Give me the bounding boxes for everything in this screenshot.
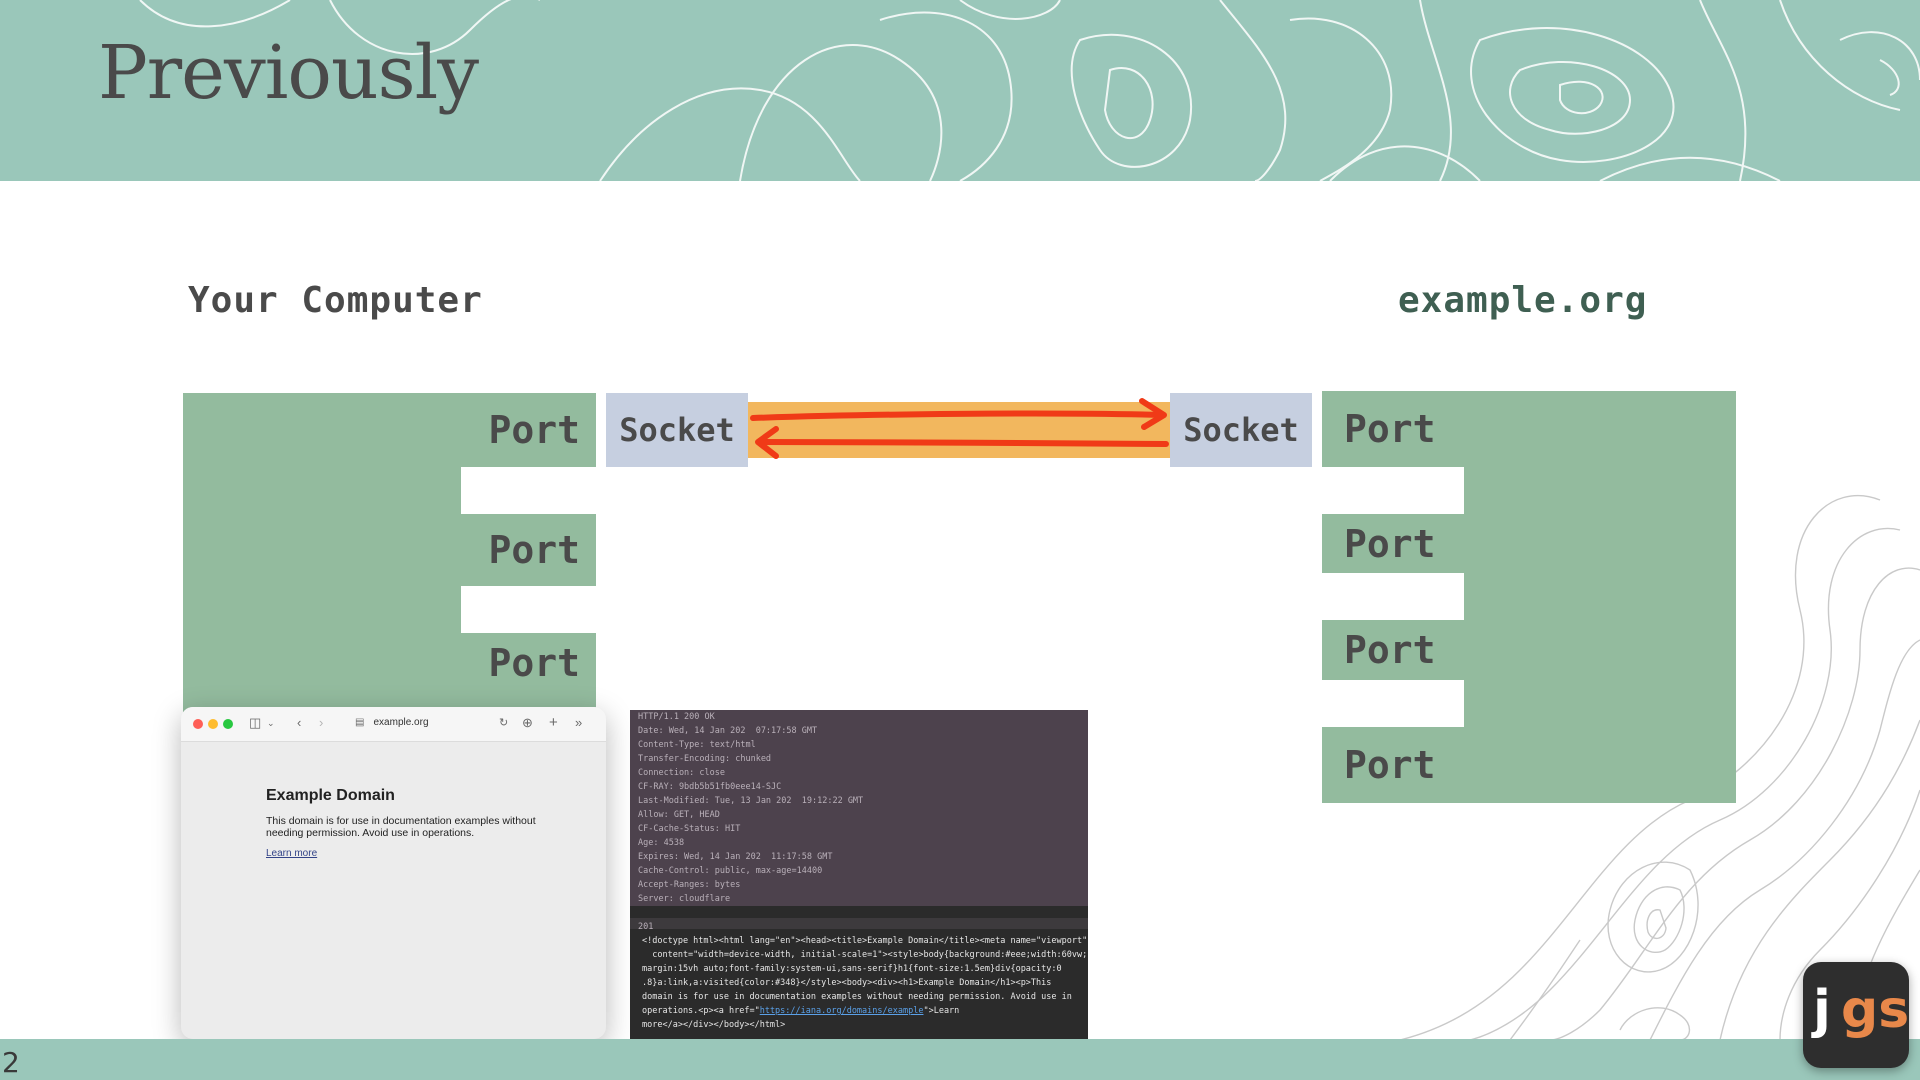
chevron-down-icon[interactable]: ⌄ [267,718,275,728]
body-line: .8}a:link,a:visited{color:#348}</style><… [642,978,1052,988]
body-line: content="width=device-width, initial-sca… [642,950,1088,960]
your-computer-block [183,393,461,713]
header-line: HTTP/1.1 200 OK [638,712,715,722]
learn-more-link[interactable]: Learn more [266,848,318,859]
footer-band [0,1039,1920,1080]
jgs-logo: j gs [1803,962,1909,1068]
minimize-button[interactable] [208,719,218,729]
header-line: Date: Wed, 14 Jan 202 07:17:58 GMT [638,726,818,736]
header-line: CF-RAY: 9bdb5b51fb0eee14-SJC [638,782,782,792]
header-line: Cache-Control: public, max-age=14400 [638,866,823,876]
header-line: Accept-Ranges: bytes [638,880,741,890]
slide-title: Previously [98,30,479,116]
socket-left: Socket [606,393,748,467]
new-tab-icon[interactable]: + [549,714,558,731]
header-line: Content-Type: text/html [638,740,756,750]
header-line: CF-Cache-Status: HIT [638,824,741,834]
port-label: Port [1344,407,1436,451]
iana-link[interactable]: https://iana.org/domains/example [759,1006,924,1016]
body-line: domain is for use in documentation examp… [642,992,1072,1002]
overflow-icon[interactable]: » [575,715,583,730]
zoom-button[interactable] [223,719,233,729]
socket-right: Socket [1170,393,1312,467]
bidirectional-arrows [750,398,1169,459]
body-line: margin:15vh auto;font-family:system-ui,s… [642,964,1062,974]
example-org-block [1464,391,1736,803]
browser-toolbar: ◫ ⌄ ‹ › ▤ example.org ↻ ⊕ + » [181,707,606,742]
chunk-size-line: 201 [638,922,654,932]
terminal-separator [630,918,1088,929]
logo-letter: j [1813,980,1831,1040]
reload-icon[interactable]: ↻ [499,717,509,729]
header-line: Expires: Wed, 14 Jan 202 11:17:58 GMT [638,852,833,862]
browser-window: ◫ ⌄ ‹ › ▤ example.org ↻ ⊕ + » Example Do… [181,707,606,1039]
port-label: Port [488,641,580,685]
page-icon: ▤ [355,717,365,728]
page-number: 2 [2,1046,20,1079]
page-paragraph: This domain is for use in documentation … [266,815,536,839]
page-heading: Example Domain [266,787,395,804]
port-left-3: Port [459,633,596,693]
port-left-1: Port [459,393,596,467]
example-org-label: example.org [1398,280,1648,321]
port-label: Port [1344,743,1436,787]
body-line: more</a></div></body></html> [642,1020,786,1030]
header-line: Last-Modified: Tue, 13 Jan 202 19:12:22 … [638,796,864,806]
your-computer-label: Your Computer [188,280,483,321]
terminal-window: HTTP/1.1 200 OK Date: Wed, 14 Jan 202 07… [630,710,1088,1039]
topographic-pattern [139,0,1920,181]
header-line: Transfer-Encoding: chunked [638,754,772,764]
download-icon[interactable]: ⊕ [522,715,533,730]
port-label: Port [1344,628,1436,672]
port-left-2: Port [459,514,596,586]
header-line: Allow: GET, HEAD [638,810,720,820]
body-line: operations.<p><a href="https://iana.org/… [642,1006,959,1016]
port-right-4: Port [1322,727,1466,803]
port-label: Port [1344,521,1436,566]
header-line: Server: cloudflare [638,894,731,904]
response-headers-pane [630,710,1088,906]
port-label: Port [488,408,580,452]
port-label: Port [488,528,580,572]
back-icon[interactable]: ‹ [297,715,302,730]
logo-letters-accent: gs [1841,980,1910,1040]
header-line: Age: 4538 [638,838,685,848]
close-button[interactable] [193,719,203,729]
forward-icon[interactable]: › [319,715,324,730]
port-right-2: Port [1322,514,1466,573]
header-line: Connection: close [638,768,725,778]
body-text: ">Learn [923,1006,960,1016]
body-text: operations.<p><a href=" [642,1006,760,1016]
sidebar-icon[interactable]: ◫ [249,715,262,730]
address-bar[interactable]: example.org [373,717,429,728]
port-right-3: Port [1322,620,1466,680]
port-right-1: Port [1322,391,1466,467]
header-band: Previously [0,0,1920,181]
body-line: <!doctype html><html lang="en"><head><ti… [642,936,1088,946]
